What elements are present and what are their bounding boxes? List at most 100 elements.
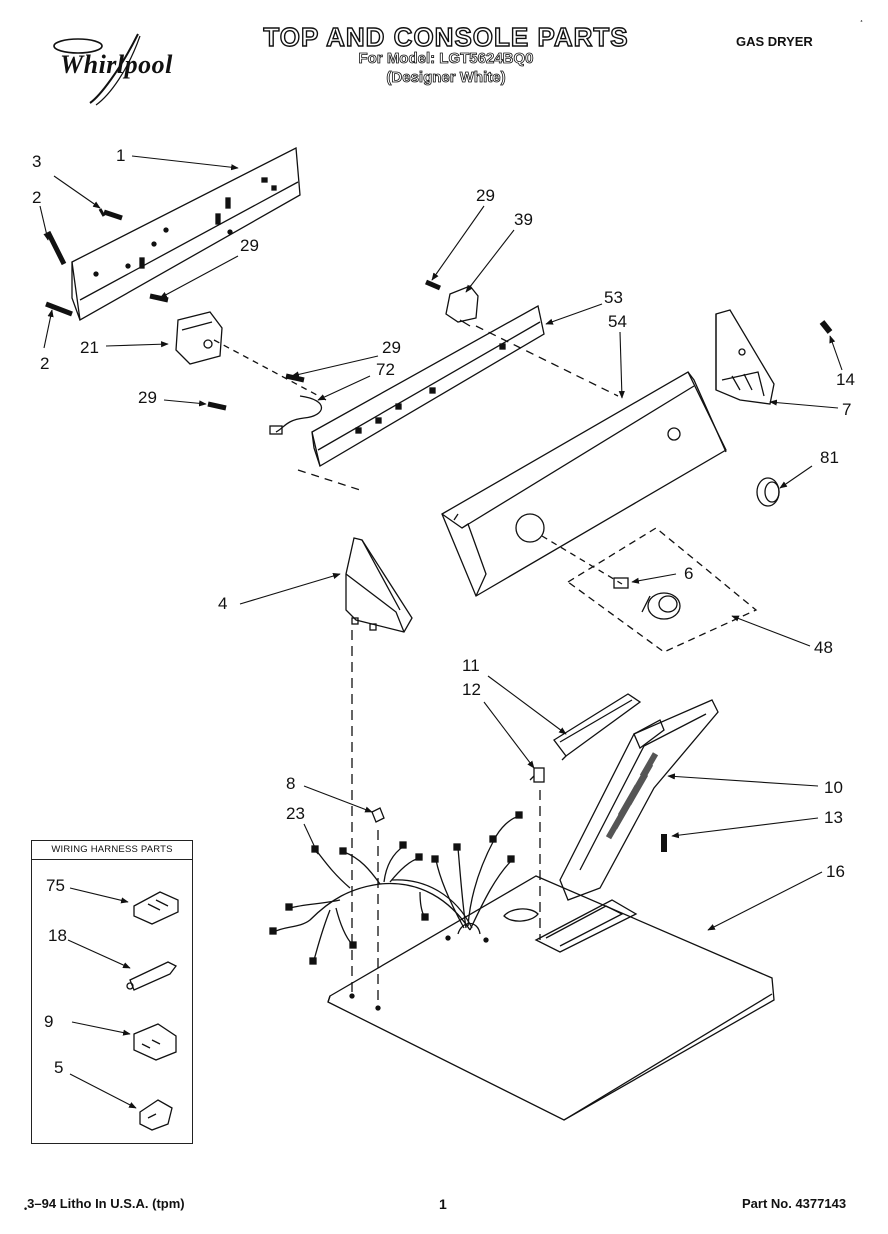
- screw-part-29-d: [425, 279, 441, 291]
- knob-part-81: [756, 477, 780, 507]
- litho-line: •3–94 Litho In U.S.A. (tpm): [24, 1196, 185, 1214]
- leader-2b: [43, 309, 54, 349]
- callout-48: 48: [814, 638, 833, 657]
- callout-53: 53: [604, 288, 623, 307]
- wiring-harness-legend: [31, 840, 193, 1144]
- leader-1: [131, 155, 239, 171]
- screw-part-3: [98, 208, 123, 221]
- product-type: GAS DRYER: [736, 34, 813, 49]
- callout-13: 13: [824, 808, 843, 827]
- clip-part-8: [371, 807, 385, 823]
- leader-53: [545, 303, 603, 325]
- callout-3: 3: [32, 152, 42, 171]
- wiring-harness-part-23: [269, 811, 523, 965]
- screw-part-2-top: [45, 230, 67, 266]
- leader-16: [707, 871, 823, 931]
- leader-4: [239, 573, 341, 605]
- color-line: (Designer White): [386, 69, 506, 87]
- page-title: TOP AND CONSOLE PARTS: [263, 21, 629, 52]
- legend-header: WIRING HARNESS PARTS: [31, 840, 193, 860]
- callout-81: 81: [820, 448, 839, 467]
- leader-9: [71, 1021, 131, 1036]
- lens-part-11: [553, 693, 642, 761]
- callout-14: 14: [836, 370, 855, 389]
- switch-part-39: [445, 285, 479, 327]
- screw-part-29-b: [285, 373, 305, 383]
- screw-part-2-bottom: [45, 301, 73, 317]
- leader-75: [69, 887, 129, 904]
- callout-18: 18: [48, 926, 67, 945]
- clip-part-6: [613, 577, 629, 589]
- callout-2-bottom: 2: [40, 354, 50, 373]
- callout-9: 9: [44, 1012, 54, 1031]
- brand-name: Whirlpool: [60, 50, 173, 79]
- bracket-part-53: [311, 305, 545, 468]
- callout-21: 21: [80, 338, 99, 357]
- leader-29c: [163, 399, 207, 407]
- callout-29-d: 29: [476, 186, 495, 205]
- leader-11: [487, 675, 567, 735]
- callout-5: 5: [54, 1058, 64, 1077]
- callout-23: 23: [286, 804, 305, 823]
- leader-2a: [39, 205, 50, 241]
- leader-3: [53, 175, 101, 209]
- callout-2-top: 2: [32, 188, 42, 207]
- leader-12: [483, 701, 535, 769]
- leader-18: [67, 939, 131, 969]
- leader-39: [465, 229, 515, 293]
- leader-5: [69, 1073, 137, 1109]
- leader-13: [671, 817, 819, 839]
- screw-part-29-a: [149, 293, 169, 303]
- screw-part-29-c: [207, 401, 227, 411]
- whirlpool-logo-icon: [53, 33, 141, 106]
- control-panel-part-10: [559, 699, 719, 901]
- leader-10: [667, 773, 819, 787]
- callout-75: 75: [46, 876, 65, 895]
- leader-81: [779, 465, 813, 489]
- corner-mark: ¸: [860, 12, 864, 23]
- screw-part-14: [819, 320, 833, 334]
- top-panel-part-16: [327, 875, 775, 1121]
- end-cap-part-4: [345, 537, 413, 633]
- callout-29-a: 29: [240, 236, 259, 255]
- callout-72: 72: [376, 360, 395, 379]
- callout-12: 12: [462, 680, 481, 699]
- page-number: 1: [439, 1196, 447, 1212]
- model-line: For Model: LGT5624BQ0: [358, 50, 534, 68]
- callout-6: 6: [684, 564, 694, 583]
- switch-part-21: [175, 311, 223, 365]
- callout-10: 10: [824, 778, 843, 797]
- callout-39: 39: [514, 210, 533, 229]
- callout-29-c: 29: [138, 388, 157, 407]
- leader-72: [317, 375, 371, 401]
- connector-part-9: [133, 1023, 177, 1061]
- callout-11: 11: [462, 656, 480, 675]
- leader-48: [731, 615, 811, 647]
- console-panel-part-54: [441, 371, 727, 597]
- callout-1: 1: [116, 146, 126, 165]
- callout-7: 7: [842, 400, 852, 419]
- leader-54: [618, 331, 625, 399]
- clip-part-12: [529, 767, 545, 783]
- litho-mark: •: [24, 1203, 28, 1214]
- litho-text: 3–94 Litho In U.S.A. (tpm): [27, 1196, 185, 1211]
- callout-4: 4: [218, 594, 228, 613]
- leader-8: [303, 785, 373, 813]
- end-cap-part-7: [715, 309, 775, 405]
- wire-part-72: [269, 395, 322, 435]
- leader-29a: [159, 255, 239, 299]
- leader-7: [769, 399, 839, 409]
- knob-part-48: [566, 527, 758, 653]
- leader-6: [631, 573, 677, 584]
- callout-29-b: 29: [382, 338, 401, 357]
- leader-29b: [291, 355, 379, 378]
- leader-21: [105, 341, 169, 348]
- connector-part-75: [133, 891, 179, 925]
- terminal-part-18: [126, 961, 177, 991]
- leader-29d: [431, 205, 485, 281]
- control-panel-bracket-part-1: [71, 146, 301, 322]
- leader-14: [829, 335, 843, 371]
- callout-54: 54: [608, 312, 627, 331]
- part-number: Part No. 4377143: [742, 1196, 847, 1211]
